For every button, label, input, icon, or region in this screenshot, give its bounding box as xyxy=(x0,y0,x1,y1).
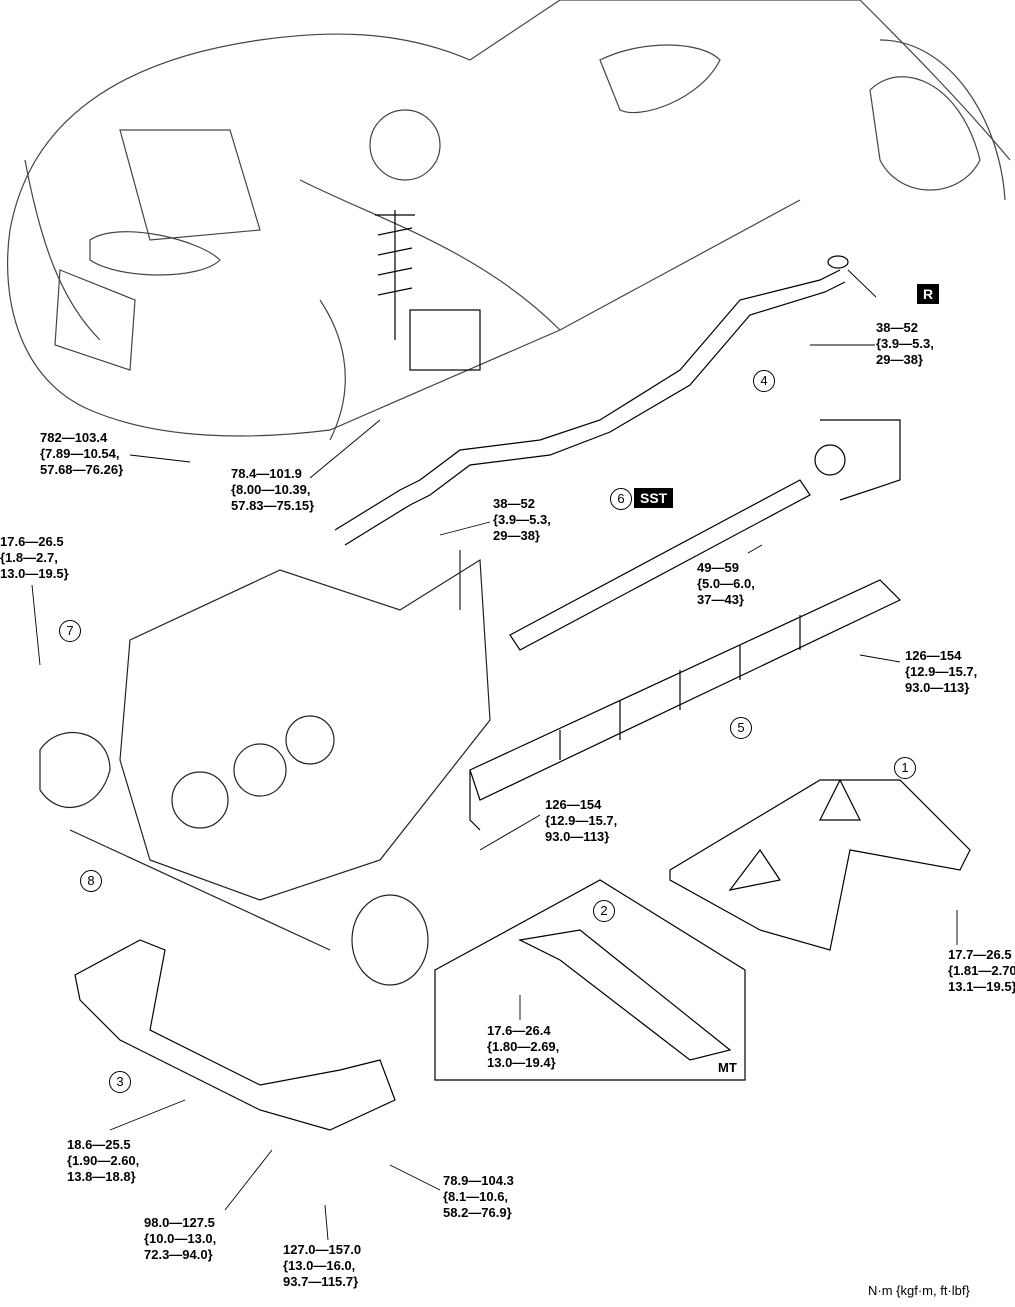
torque-ftlbf: 57.68—76.26} xyxy=(40,462,124,477)
callout-2: 2 xyxy=(593,900,615,922)
torque-kgfm: {7.89—10.54, xyxy=(40,446,120,461)
torque-kgfm: {3.9—5.3, xyxy=(876,336,934,351)
torque-label-mt-brace-bolt: 17.6—26.4 {1.80—2.69, 13.0—19.4} xyxy=(487,1023,559,1071)
torque-kgfm: {1.8—2.7, xyxy=(0,550,58,565)
torque-nm: 782—103.4 xyxy=(40,430,108,445)
torque-ftlbf: 93.7—115.7} xyxy=(283,1274,359,1289)
shock-absorber-spring xyxy=(375,210,481,371)
torque-label-crossmember-small-bolt: 18.6—25.5 {1.90—2.60, 13.8—18.8} xyxy=(67,1137,139,1185)
torque-nm: 17.6—26.4 xyxy=(487,1023,551,1038)
torque-ftlbf: 58.2—76.9} xyxy=(443,1205,512,1220)
torque-label-exhaust-front-nut: 38—52 {3.9—5.3, 29—38} xyxy=(493,496,551,544)
callout-1: 1 xyxy=(894,757,916,779)
torque-nm: 126—154 xyxy=(545,797,602,812)
torque-kgfm: {10.0—13.0, xyxy=(144,1231,217,1246)
torque-ftlbf: 93.0—113} xyxy=(905,680,970,695)
torque-ftlbf: 13.8—18.8} xyxy=(67,1169,136,1184)
torque-label-crossmember-bolt-a: 98.0—127.5 {10.0—13.0, 72.3—94.0} xyxy=(144,1215,216,1263)
mt-inset-frame xyxy=(434,879,746,1081)
torque-nm: 18.6—25.5 xyxy=(67,1137,131,1152)
torque-kgfm: {8.00—10.39, xyxy=(231,482,311,497)
torque-nm: 126—154 xyxy=(905,648,962,663)
torque-ftlbf: 13.1—19.5} xyxy=(948,979,1015,994)
propeller-shaft xyxy=(509,419,901,651)
torque-nm: 17.7—26.5 xyxy=(948,947,1012,962)
callout-8: 8 xyxy=(80,870,102,892)
torque-ftlbf: 29—38} xyxy=(876,352,923,367)
torque-label-crossmember-bolt-b: 127.0—157.0 {13.0—16.0, 93.7—115.7} xyxy=(283,1242,361,1290)
torque-kgfm: {3.9—5.3, xyxy=(493,512,551,527)
torque-kgfm: {12.9—15.7, xyxy=(905,664,978,679)
torque-label-front-left-nut: 782—103.4 {7.89—10.54, 57.68—76.26} xyxy=(40,430,123,478)
tunnel-member xyxy=(669,778,971,951)
torque-label-ppf-rear-nut: 126—154 {12.9—15.7, 93.0—113} xyxy=(905,648,977,696)
leader-lines xyxy=(31,269,958,1241)
torque-nm: 78.4—101.9 xyxy=(231,466,302,481)
callout-4: 4 xyxy=(753,370,775,392)
torque-nm: 49—59 xyxy=(697,560,739,575)
torque-label-exhaust-rear-nut: 38—52 {3.9—5.3, 29—38} xyxy=(876,320,934,368)
torque-ftlbf: 93.0—113} xyxy=(545,829,610,844)
torque-nm: 38—52 xyxy=(876,320,918,335)
callout-3: 3 xyxy=(109,1071,131,1093)
mt-label: MT xyxy=(718,1060,737,1075)
torque-label-propeller-shaft-nut: 49—59 {5.0—6.0, 37—43} xyxy=(697,560,755,608)
replace-badge: R xyxy=(917,284,940,304)
torque-nm: 127.0—157.0 xyxy=(283,1242,362,1257)
torque-ftlbf: 72.3—94.0} xyxy=(144,1247,213,1262)
torque-kgfm: {8.1—10.6, xyxy=(443,1189,509,1204)
callout-5: 5 xyxy=(730,717,752,739)
torque-ftlbf: 13.0—19.4} xyxy=(487,1055,556,1070)
torque-nm: 38—52 xyxy=(493,496,535,511)
callout-7: 7 xyxy=(59,620,81,642)
torque-label-steering-joint-bolt: 17.6—26.5 {1.8—2.7, 13.0—19.5} xyxy=(0,534,69,582)
front-crossmember xyxy=(74,939,396,1131)
sst-badge: SST xyxy=(634,488,674,508)
torque-kgfm: {13.0—16.0, xyxy=(283,1258,356,1273)
torque-ftlbf: 57.83—75.15} xyxy=(231,498,315,513)
exhaust-pipe xyxy=(334,255,849,546)
torque-label-ppf-front-nut: 126—154 {12.9—15.7, 93.0—113} xyxy=(545,797,617,845)
power-plant-frame xyxy=(469,579,902,831)
torque-kgfm: {12.9—15.7, xyxy=(545,813,618,828)
car-body-outline xyxy=(7,0,1011,441)
torque-nm: 78.9—104.3 xyxy=(443,1173,514,1188)
torque-ftlbf: 29—38} xyxy=(493,528,540,543)
torque-nm: 98.0—127.5 xyxy=(144,1215,215,1230)
torque-ftlbf: 37—43} xyxy=(697,592,744,607)
torque-label-tunnel-member-bolt: 17.7—26.5 {1.81—2.70, 13.1—19.5} xyxy=(948,947,1015,995)
torque-label-shock-bolt: 78.4—101.9 {8.00—10.39, 57.83—75.15} xyxy=(231,466,314,514)
torque-label-crossmember-bolt-c: 78.9—104.3 {8.1—10.6, 58.2—76.9} xyxy=(443,1173,514,1221)
torque-kgfm: {1.81—2.70, xyxy=(948,963,1015,978)
callout-6: 6 xyxy=(610,488,632,510)
torque-kgfm: {5.0—6.0, xyxy=(697,576,755,591)
units-legend: N·m {kgf·m, ft·lbf} xyxy=(868,1283,970,1298)
torque-kgfm: {1.90—2.60, xyxy=(67,1153,140,1168)
engine-transmission xyxy=(39,550,491,986)
torque-ftlbf: 13.0—19.5} xyxy=(0,566,69,581)
torque-kgfm: {1.80—2.69, xyxy=(487,1039,560,1054)
torque-nm: 17.6—26.5 xyxy=(0,534,64,549)
